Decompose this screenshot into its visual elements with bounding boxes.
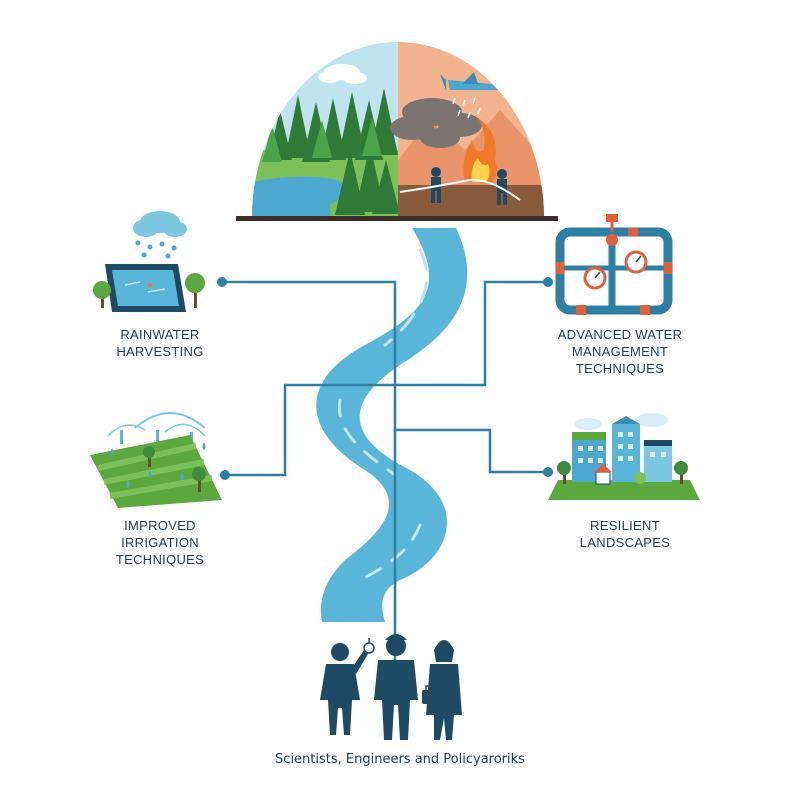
label-rainwater-harvesting: RAINWATER HARVESTING	[100, 326, 220, 360]
city-green-icon	[548, 413, 700, 500]
label-line: MANAGEMENT	[571, 344, 669, 359]
label-line: ADVANCED WATER	[557, 327, 683, 342]
firefighters-icon	[431, 167, 507, 205]
engineer-icon	[374, 634, 418, 740]
connector-lines	[220, 280, 550, 702]
pipe-valve-icon	[555, 214, 673, 315]
dome-base	[236, 216, 558, 221]
label-line: RESILIENT	[590, 518, 660, 533]
scientist-icon	[320, 638, 375, 735]
connector-dot-rainwater	[217, 277, 227, 287]
people-caption: Scientists, Engineers and Policyaroriks	[275, 752, 525, 767]
rain-cloud-icon	[133, 211, 187, 259]
label-line: LANDSCAPES	[579, 535, 671, 550]
airplane-icon	[440, 72, 498, 90]
label-resilient-landscapes: RESILIENT LANDSCAPES	[560, 517, 690, 551]
river	[316, 228, 468, 622]
people-silhouettes	[320, 634, 462, 740]
label-line: TECHNIQUES	[575, 361, 665, 376]
sprinkler-field-icon	[90, 412, 222, 508]
fire-icon	[463, 118, 497, 182]
connector-dot-landscapes	[543, 467, 553, 477]
harvest-tank-icon	[93, 264, 205, 312]
label-line: IMPROVED	[124, 518, 196, 533]
label-improved-irrigation: IMPROVED IRRIGATION TECHNIQUES	[90, 517, 230, 568]
policymaker-icon	[422, 640, 462, 740]
label-line: RAINWATER	[120, 327, 200, 342]
label-advanced-water-management: ADVANCED WATER MANAGEMENT TECHNIQUES	[540, 326, 700, 377]
label-line: IRRIGATION	[121, 535, 199, 550]
connector-dot-irrigation	[220, 470, 230, 480]
label-line: HARVESTING	[116, 344, 204, 359]
label-line: TECHNIQUES	[115, 552, 205, 567]
connector-dot-advanced	[543, 277, 553, 287]
dome-illustration	[252, 42, 544, 218]
